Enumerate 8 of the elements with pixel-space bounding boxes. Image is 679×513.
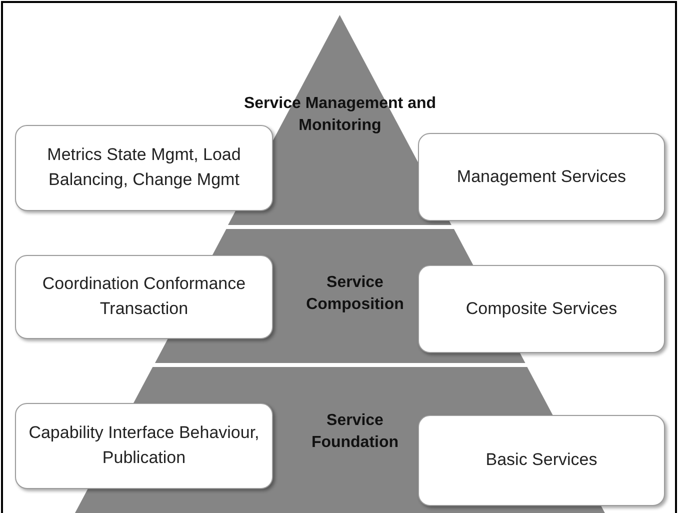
service-box: Capability Interface Behaviour, Publication (15, 403, 273, 489)
service-box: Metrics State Mgmt, Load Balancing, Change Mgmt (15, 125, 273, 211)
service-box: Basic Services (418, 415, 665, 506)
service-box: Management Services (418, 133, 665, 221)
service-box: Composite Services (418, 265, 665, 353)
tier-title: Service Foundation (310, 411, 400, 453)
tier-title: Service Composition (305, 273, 405, 315)
service-box: Coordination Conformance Transaction (15, 255, 273, 339)
